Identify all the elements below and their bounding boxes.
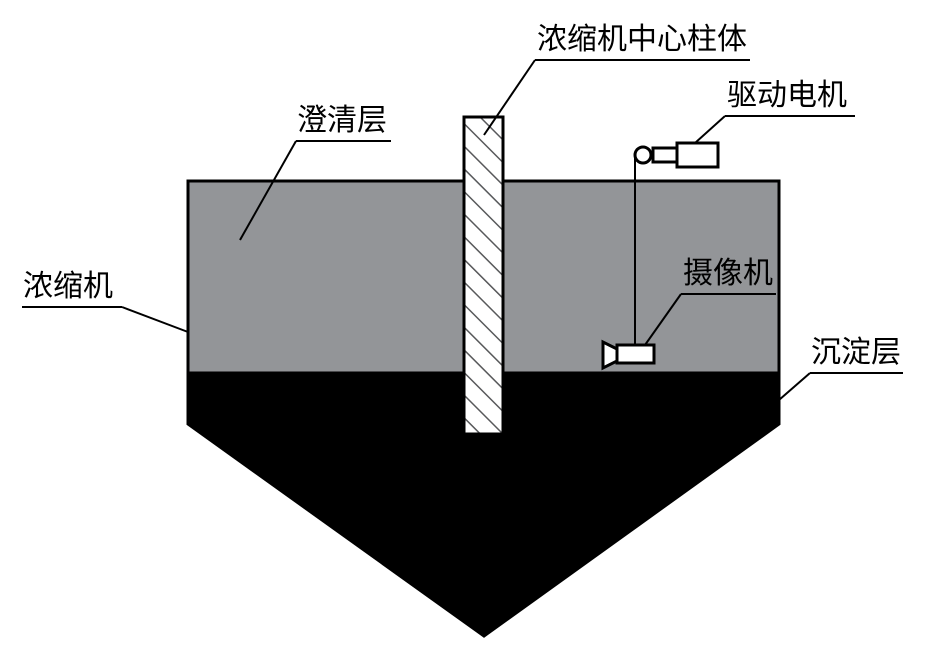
label-thickener: 浓缩机 xyxy=(23,269,113,304)
leader-thickener-diag xyxy=(121,306,189,333)
camera-lens xyxy=(601,339,619,371)
drive-motor-body xyxy=(675,141,720,169)
label-sediment-layer: 沉淀层 xyxy=(811,335,901,370)
label-center-column: 浓缩机中心柱体 xyxy=(537,22,747,57)
leader-motor-diag xyxy=(694,115,726,144)
drive-motor-flange xyxy=(651,146,679,164)
drive-pulley xyxy=(633,145,653,165)
leader-center-column-diag xyxy=(483,59,536,136)
label-drive-motor: 驱动电机 xyxy=(727,78,847,113)
label-clarification-layer: 澄清层 xyxy=(297,103,387,138)
leader-clarification-diag xyxy=(239,140,297,241)
sediment-layer xyxy=(186,371,781,638)
label-camera: 摄像机 xyxy=(683,256,773,291)
center-column xyxy=(462,115,505,436)
leader-sediment-diag xyxy=(778,372,811,401)
leader-camera-diag xyxy=(644,293,682,346)
camera-body xyxy=(615,343,656,365)
